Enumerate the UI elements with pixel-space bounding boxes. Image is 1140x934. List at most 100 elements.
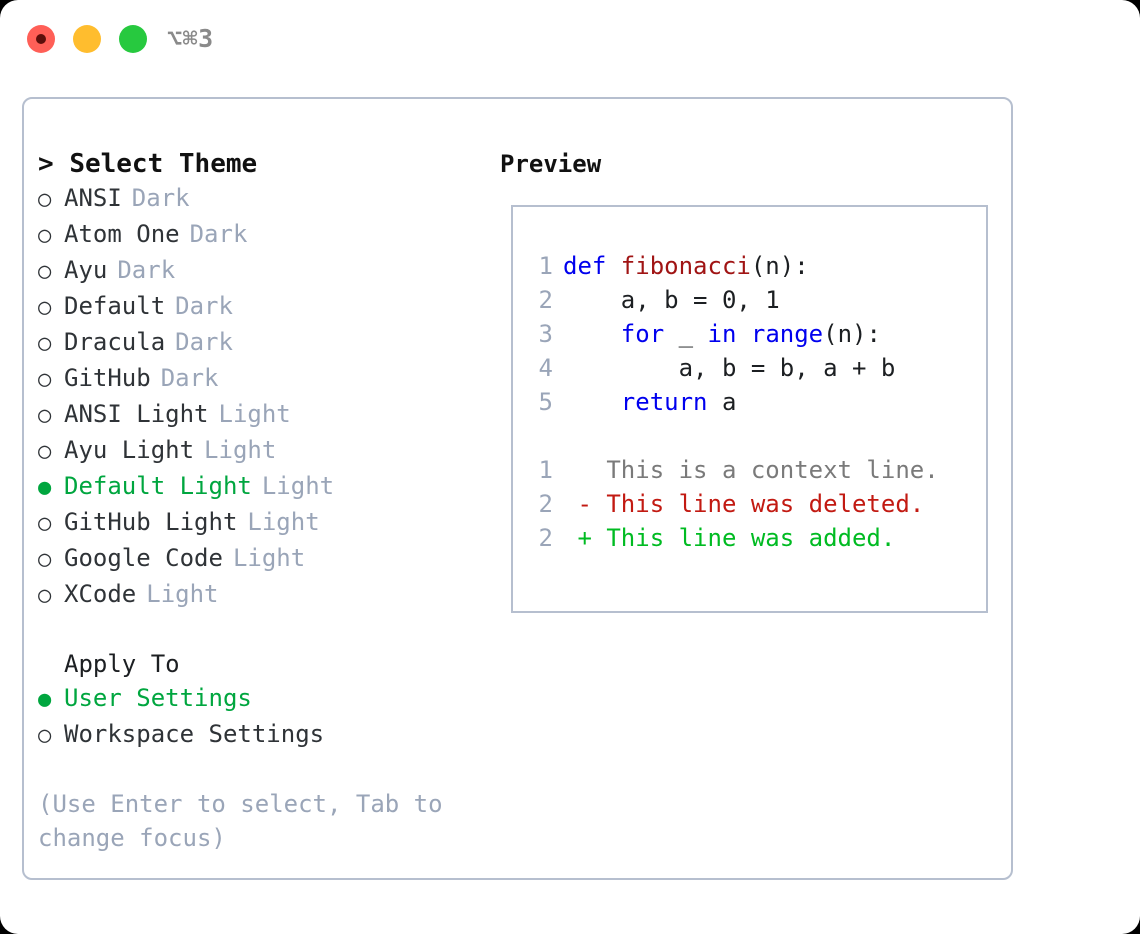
- theme-option-label: Dracula: [64, 328, 166, 356]
- window-controls: [27, 25, 147, 53]
- theme-variant-badge: Light: [232, 544, 306, 572]
- theme-variant-badge: Light: [218, 400, 291, 428]
- radio-unselected-icon: ○: [38, 367, 52, 392]
- theme-option-atom-one[interactable]: ○ Atom One Dark: [38, 217, 488, 253]
- diff-line-text: + This line was added.: [563, 524, 896, 552]
- line-number: 5: [538, 388, 553, 416]
- code-token: (n):: [823, 320, 881, 348]
- code-token: [563, 388, 621, 416]
- theme-option-dracula[interactable]: ○ Dracula Dark: [38, 325, 488, 361]
- theme-option-label: Default Light: [64, 472, 252, 500]
- line-number: 2: [538, 524, 553, 552]
- apply-to-option-label: Workspace Settings: [64, 720, 325, 748]
- radio-unselected-icon: ○: [38, 547, 52, 572]
- theme-option-default-light[interactable]: ● Default Light Light: [38, 469, 488, 505]
- maximize-window-button[interactable]: [119, 25, 147, 53]
- title-bar: ⌥⌘3: [0, 0, 1140, 78]
- theme-option-label: GitHub Light: [64, 508, 238, 536]
- radio-unselected-icon: ○: [38, 187, 52, 212]
- apply-to-title: Apply To: [64, 650, 180, 678]
- diff-line-text: - This line was deleted.: [563, 490, 925, 518]
- radio-unselected-icon: ○: [38, 295, 52, 320]
- radio-unselected-icon: ○: [38, 583, 52, 608]
- line-number: 2: [538, 490, 553, 518]
- line-number: 2: [538, 286, 553, 314]
- theme-option-ayu[interactable]: ○ Ayu Dark: [38, 253, 488, 289]
- radio-unselected-icon: ○: [38, 331, 52, 356]
- prompt-caret: >: [38, 149, 70, 179]
- radio-unselected-icon: ○: [38, 511, 52, 536]
- apply-to-option-user-settings[interactable]: ● User Settings: [38, 681, 488, 717]
- code-token: for: [620, 320, 665, 348]
- theme-variant-badge: Dark: [131, 184, 190, 212]
- code-line: 5 return a: [527, 385, 939, 419]
- radio-unselected-icon: ○: [38, 223, 52, 248]
- theme-option-label: Atom One: [64, 220, 180, 248]
- theme-option-github[interactable]: ○ GitHub Dark: [38, 361, 488, 397]
- keyboard-hint: (Use Enter to select, Tab to change focu…: [38, 790, 458, 852]
- radio-unselected-icon: ○: [38, 439, 52, 464]
- theme-variant-badge: Light: [247, 508, 320, 536]
- code-token: [563, 320, 621, 348]
- code-line: 3 for _ in range(n):: [527, 317, 939, 351]
- theme-variant-badge: Light: [146, 580, 219, 608]
- radio-unselected-icon: ○: [38, 259, 52, 284]
- code-token: _: [664, 320, 708, 348]
- theme-variant-badge: Dark: [160, 364, 219, 392]
- theme-option-label: XCode: [64, 580, 137, 608]
- theme-variant-badge: Dark: [175, 328, 233, 356]
- theme-option-default[interactable]: ○ Default Dark: [38, 289, 488, 325]
- theme-variant-badge: Light: [261, 472, 335, 500]
- code-token: (n):: [750, 252, 809, 280]
- theme-option-label: GitHub: [64, 364, 151, 392]
- code-line: 2 a, b = 0, 1: [527, 283, 939, 317]
- spacer: [38, 613, 488, 647]
- radio-selected-icon: ●: [38, 475, 52, 500]
- close-window-button[interactable]: [27, 25, 55, 53]
- line-number: 1: [538, 456, 553, 484]
- code-token: fibonacci: [620, 252, 751, 280]
- minimize-window-button[interactable]: [73, 25, 101, 53]
- theme-option-ansi-light[interactable]: ○ ANSI Light Light: [38, 397, 488, 433]
- theme-variant-badge: Dark: [175, 292, 233, 320]
- code-token: range: [750, 320, 824, 348]
- code-token: [736, 320, 750, 348]
- theme-option-label: Ayu Light: [64, 436, 195, 464]
- code-token: in: [707, 320, 737, 348]
- theme-option-label: Ayu: [64, 256, 108, 284]
- theme-variant-badge: Dark: [189, 220, 248, 248]
- theme-option-label: Google Code: [64, 544, 223, 572]
- theme-option-xcode[interactable]: ○ XCode Light: [38, 577, 488, 613]
- theme-option-github-light[interactable]: ○ GitHub Light Light: [38, 505, 488, 541]
- apply-to-list: ● User Settings ○Workspace Settings: [38, 681, 488, 753]
- theme-option-label: ANSI Light: [64, 400, 209, 428]
- line-number: 4: [538, 354, 553, 382]
- radio-unselected-icon: ○: [38, 403, 52, 428]
- code-token: a, b = 0, 1: [563, 286, 780, 314]
- diff-line-ctx: 1 This is a context line.: [527, 453, 939, 487]
- radio-selected-icon: ●: [38, 687, 52, 712]
- apply-to-option-workspace-settings[interactable]: ○Workspace Settings: [38, 717, 488, 753]
- theme-option-google-code[interactable]: ○ Google Code Light: [38, 541, 488, 577]
- spacer: [38, 753, 488, 787]
- page-title: Select Theme: [69, 149, 258, 179]
- code-line: 4 a, b = b, a + b: [527, 351, 939, 385]
- theme-variant-badge: Dark: [117, 256, 176, 284]
- code-token: def: [563, 252, 621, 280]
- diff-line-text: This is a context line.: [563, 456, 939, 484]
- apply-to-option-label: User Settings: [64, 684, 252, 712]
- line-number: 3: [538, 320, 553, 348]
- theme-option-label: Default: [64, 292, 166, 320]
- code-token: return: [620, 388, 708, 416]
- theme-picker-header: > Select Theme: [38, 147, 488, 181]
